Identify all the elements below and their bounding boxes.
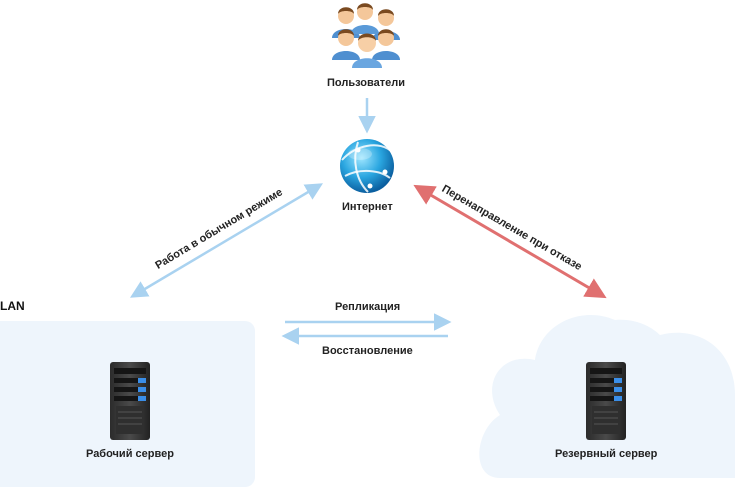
recovery-label: Восстановление [322, 345, 413, 357]
backup-server-label: Резервный сервер [555, 448, 658, 460]
server-icon [110, 362, 150, 440]
lan-label: LAN [0, 299, 25, 313]
server-icon [586, 362, 626, 440]
users-group-icon [332, 3, 400, 68]
globe-icon [340, 139, 394, 193]
failover-arrow [413, 184, 607, 299]
replication-label: Репликация [335, 301, 401, 313]
internet-label: Интернет [342, 201, 393, 213]
primary-server-label: Рабочий сервер [86, 448, 174, 460]
normal-mode-arrow [129, 183, 324, 298]
users-label: Пользователи [327, 77, 406, 89]
